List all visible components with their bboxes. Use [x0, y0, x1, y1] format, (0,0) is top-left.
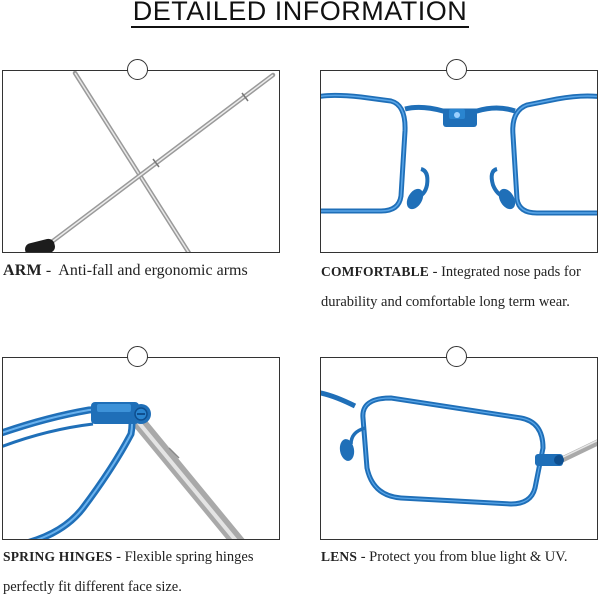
- callout-marker: [446, 346, 467, 367]
- callout-marker: [446, 59, 467, 80]
- spring-hinges-heading: SPRING HINGES: [3, 549, 113, 564]
- callout-marker: [127, 59, 148, 80]
- arm-heading: ARM: [3, 262, 42, 279]
- comfortable-separator: -: [428, 264, 442, 280]
- spring-hinges-photo-panel: [2, 357, 280, 540]
- lens-description: Protect you from blue light & UV.: [369, 549, 568, 565]
- arm-illustration: [25, 71, 276, 252]
- arm-tip: [25, 238, 55, 252]
- page-title: DETAILED INFORMATION: [0, 0, 600, 28]
- comfortable-description: Integrated nose pads for durability and …: [321, 264, 581, 310]
- spring-hinges-caption: SPRING HINGES - Flexible spring hinges p…: [3, 542, 293, 602]
- callout-marker: [127, 346, 148, 367]
- hinge-illustration: [3, 402, 245, 539]
- comfortable-caption: COMFORTABLE - Integrated nose pads for d…: [321, 257, 599, 317]
- arm-description: Anti-fall and ergonomic arms: [58, 262, 248, 279]
- lens-separator: -: [357, 549, 370, 565]
- comfortable-heading: COMFORTABLE: [321, 264, 429, 279]
- arm-separator: -: [41, 262, 59, 279]
- lens-caption: LENS - Protect you from blue light & UV.: [321, 542, 599, 572]
- lens-photo-panel: [320, 357, 598, 540]
- comfortable-photo-panel: [320, 70, 598, 253]
- spring-hinges-description: Flexible spring hinges perfectly fit dif…: [3, 549, 254, 595]
- spring-hinges-separator: -: [112, 549, 125, 565]
- lens-illustration: [321, 390, 597, 507]
- arm-caption: ARM - Anti-fall and ergonomic arms: [3, 256, 293, 286]
- nose-pads-illustration: [321, 92, 597, 216]
- lens-heading: LENS: [321, 549, 358, 564]
- arm-photo-panel: [2, 70, 280, 253]
